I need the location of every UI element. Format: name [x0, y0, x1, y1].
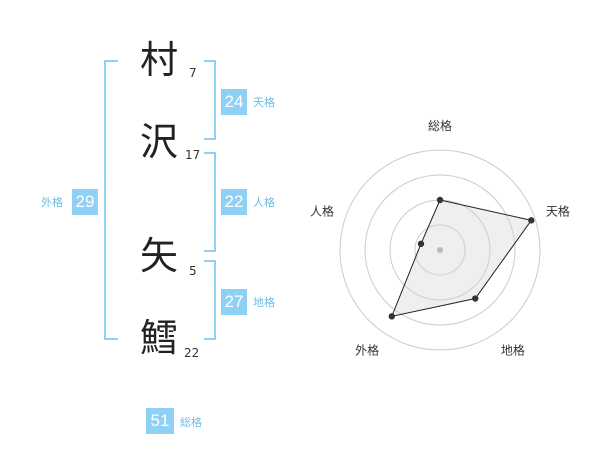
soukaku-value: 51 — [146, 408, 174, 434]
tenkaku-value: 24 — [221, 89, 247, 115]
radar-series-area — [390, 199, 533, 318]
name-char-2: 沢 — [140, 120, 179, 164]
radar-point-1 — [436, 196, 444, 204]
jinkaku-bracket — [204, 152, 216, 252]
radar-point-4 — [388, 313, 396, 320]
gaikaku-label: 外格 — [41, 196, 63, 209]
radar-ring-3 — [364, 174, 516, 326]
stroke-count-4: 22 — [184, 346, 200, 360]
chikaku-label: 地格 — [253, 296, 275, 309]
jinkaku-label: 人格 — [253, 196, 275, 209]
soukaku-label: 総格 — [180, 416, 202, 429]
radar-axis-label-5: 人格 — [310, 204, 334, 219]
chikaku-value: 27 — [221, 289, 247, 315]
gaikaku-value: 29 — [72, 189, 98, 215]
radar-point-2 — [528, 217, 535, 224]
radar-axis-label-4: 外格 — [355, 342, 379, 357]
radar-axis-label-3: 地格 — [501, 342, 525, 357]
radar-ring-1 — [414, 224, 466, 276]
name-char-3: 矢 — [140, 234, 179, 278]
name-char-4: 鱈 — [140, 316, 179, 360]
gaikaku-bracket — [104, 60, 118, 340]
radar-center-dot — [437, 247, 443, 253]
chikaku-bracket — [204, 260, 216, 340]
stroke-count-3: 5 — [189, 264, 197, 278]
name-char-1: 村 — [140, 38, 179, 82]
radar-axis-label-2: 天格 — [546, 204, 570, 219]
stroke-count-1: 7 — [189, 66, 197, 80]
tenkaku-label: 天格 — [253, 96, 275, 109]
radar-axis-label-1: 総格 — [428, 118, 452, 133]
radar-ring-4 — [339, 149, 541, 351]
radar-point-3 — [472, 295, 479, 302]
jinkaku-value: 22 — [221, 189, 247, 215]
radar-point-5 — [417, 240, 425, 248]
tenkaku-bracket — [204, 60, 216, 140]
stroke-count-2: 17 — [185, 148, 201, 162]
